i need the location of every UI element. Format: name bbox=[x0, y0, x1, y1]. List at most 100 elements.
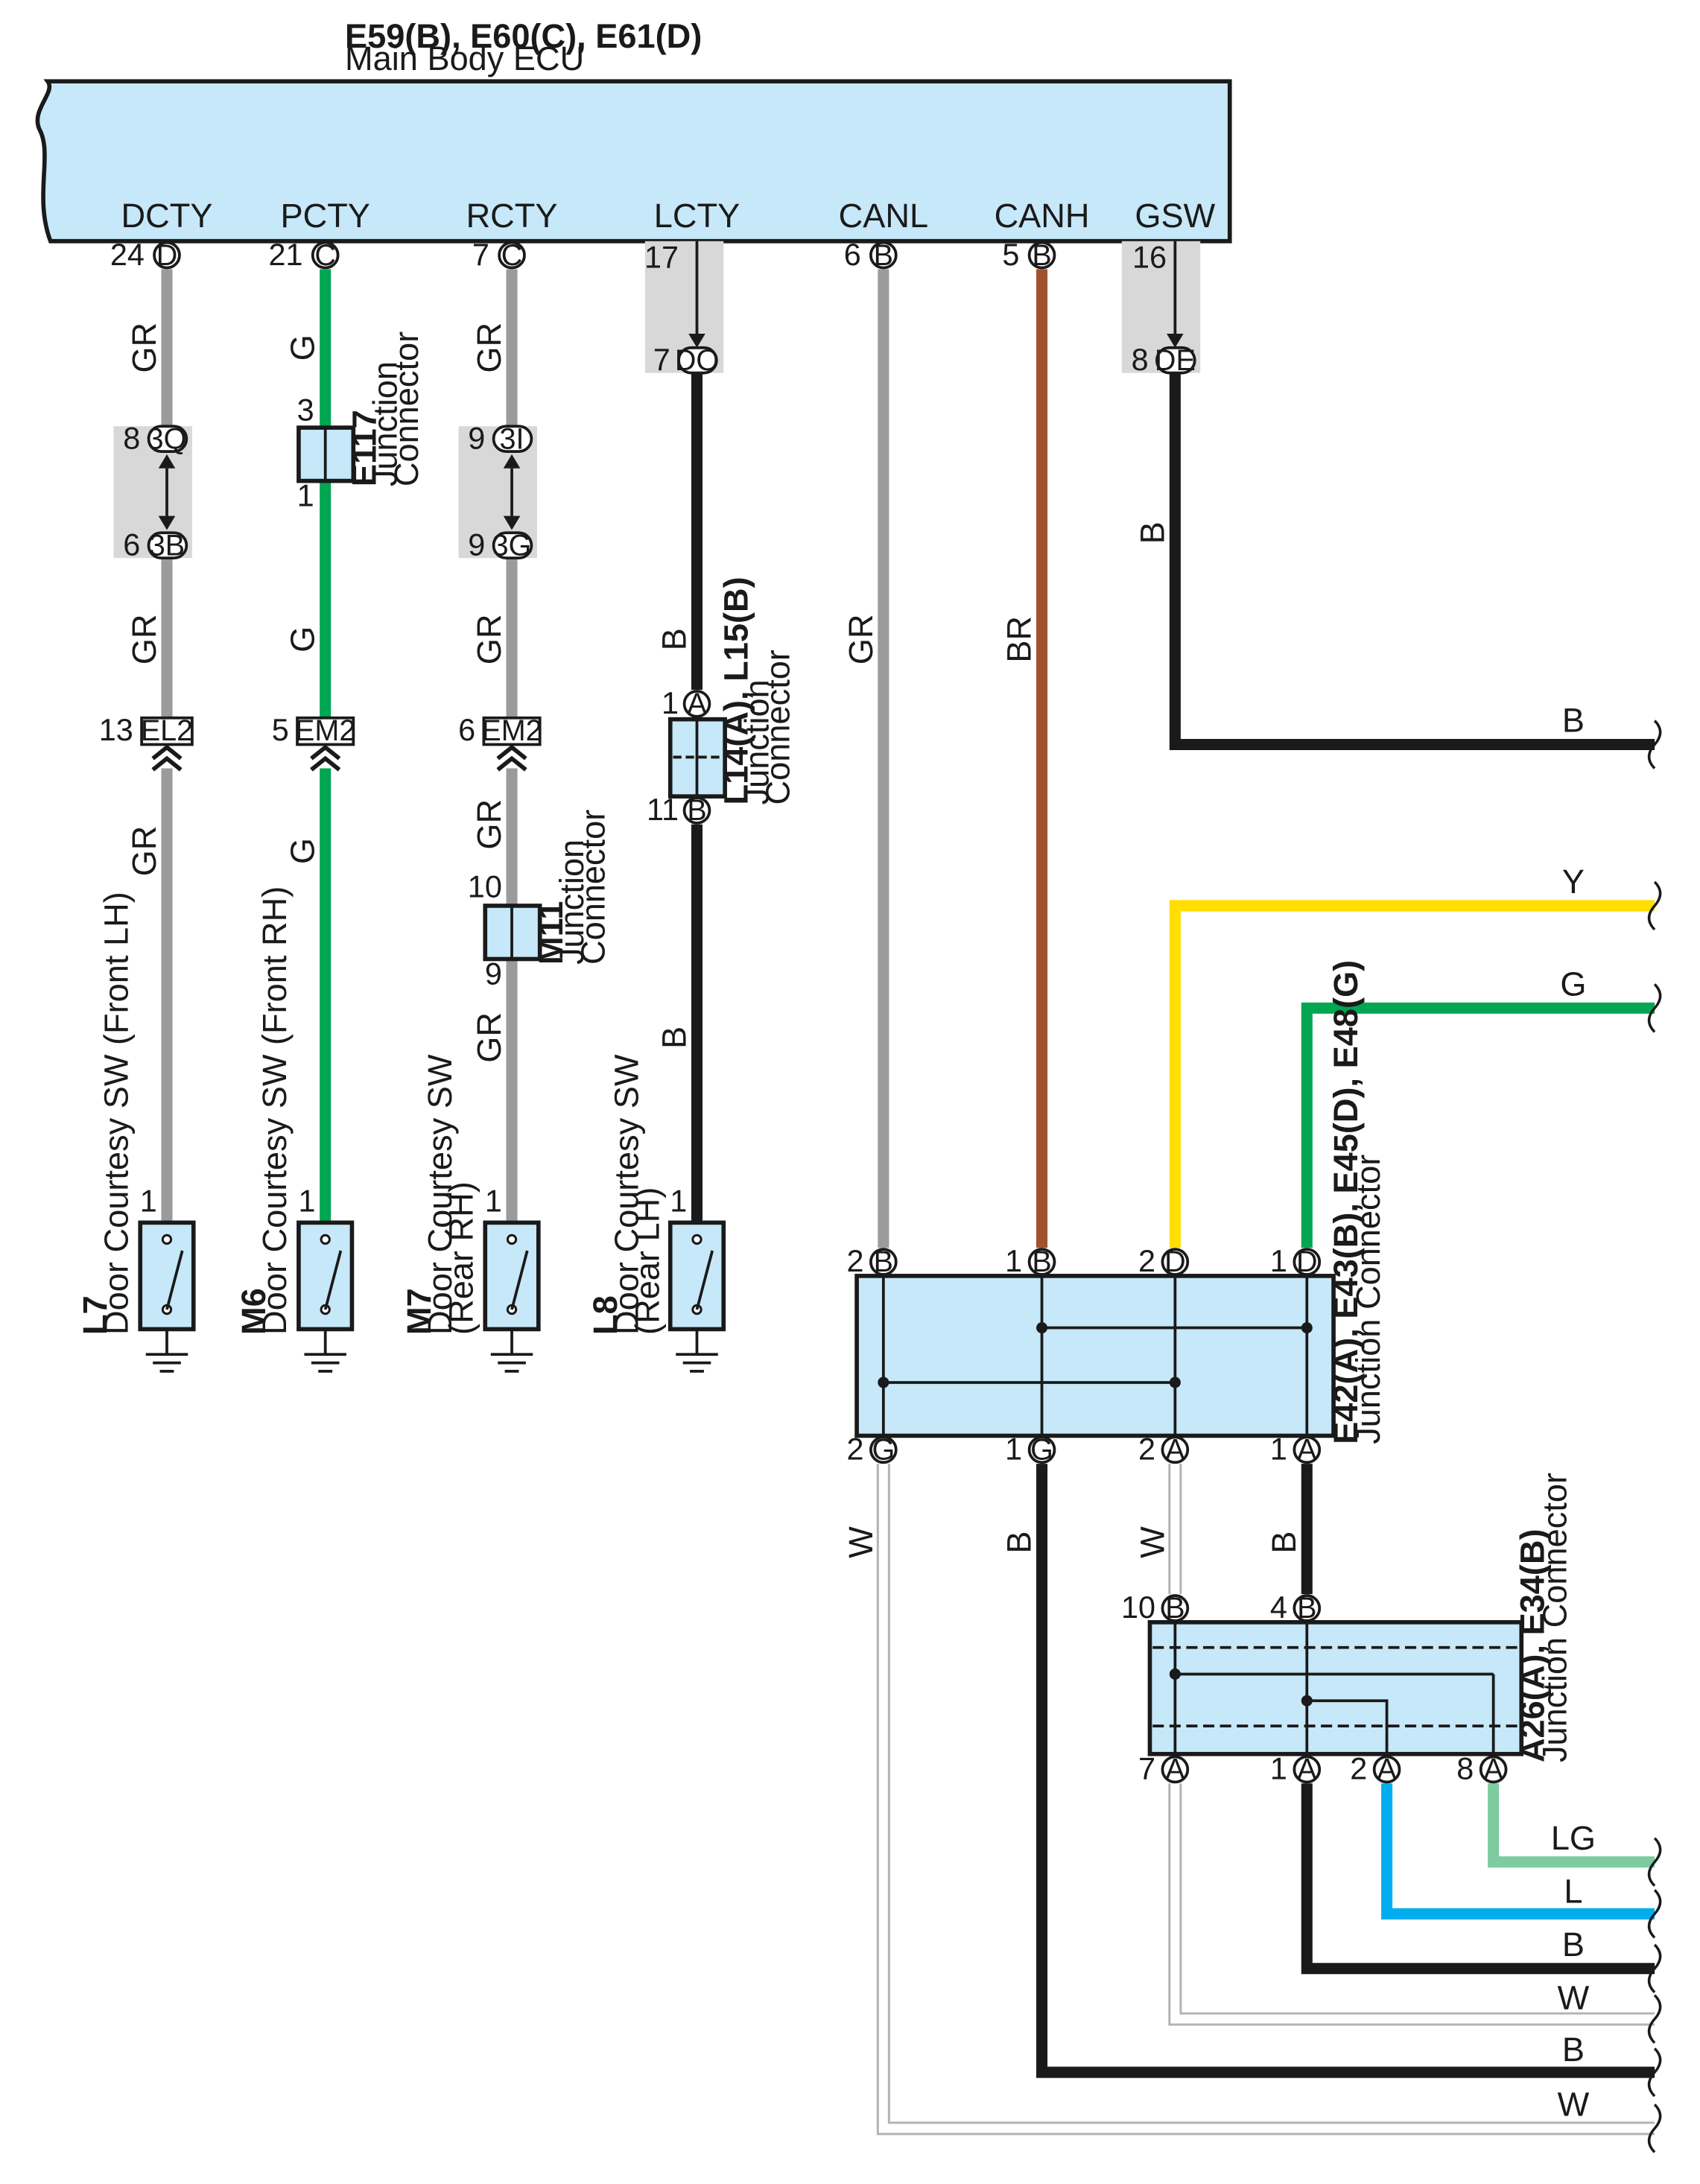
connector-em2-b: EM2 6 bbox=[458, 713, 542, 772]
switch-m6: 1 M6 Door Courtesy SW (Front RH) bbox=[235, 886, 355, 1373]
jcl-top-pin-0-conn: B bbox=[1165, 1592, 1184, 1625]
l14-pin-bottom-conn: B bbox=[687, 794, 706, 827]
pin-canh-conn: B bbox=[1032, 239, 1051, 272]
switch-l7-code: L7 bbox=[76, 1295, 114, 1335]
l14-line2: Connector bbox=[759, 650, 797, 804]
jcl-bottom-pin-2-conn: A bbox=[1377, 1753, 1397, 1786]
switch-m6-code: M6 bbox=[235, 1288, 273, 1335]
break-y bbox=[1647, 880, 1662, 931]
pin-pcty-num: 21 bbox=[269, 238, 303, 272]
conn-em2a-num: 5 bbox=[272, 713, 289, 747]
junction-e117: 3 1 E117 Junction Connector bbox=[296, 331, 425, 513]
conn-3g-label: 3G bbox=[492, 529, 532, 562]
pin-rcty-num: 7 bbox=[472, 238, 489, 272]
label-lg-out: LG bbox=[1551, 1819, 1596, 1857]
jcm-bottom-pin-1-conn: G bbox=[1030, 1433, 1053, 1466]
wire-b-out1 bbox=[1301, 1783, 1655, 1975]
wire-w-out1-b bbox=[1179, 1783, 1655, 2015]
conn-3i-label: 3I bbox=[500, 422, 524, 455]
connector-3i-3g: 3I 9 3G 9 bbox=[468, 421, 533, 562]
junction-m11: 10 9 M11 Junction Connector bbox=[468, 810, 612, 991]
label-lcty-2: B bbox=[655, 1026, 693, 1049]
jcm-bottom-pin-3-num: 1 bbox=[1270, 1432, 1287, 1466]
jcm-top-pin-1-conn: B bbox=[1032, 1245, 1051, 1278]
jcm-bottom-pin-3-conn: A bbox=[1297, 1433, 1317, 1466]
conn-3q-label: 3Q bbox=[148, 422, 187, 455]
conn-3b-num: 6 bbox=[123, 527, 140, 562]
jcl-bottom-pin-3-conn: A bbox=[1483, 1753, 1503, 1786]
l14-pin-top: 1 bbox=[662, 686, 679, 720]
jcm-top-pin-0-conn: B bbox=[874, 1245, 893, 1278]
switch-l7-line1: Door Courtesy SW (Front LH) bbox=[97, 892, 135, 1335]
ecu-terminal-canl: CANL bbox=[839, 197, 928, 235]
wire-w-left-a bbox=[876, 1464, 1655, 2136]
jcl-code: A26(A), E34(B) bbox=[1513, 1529, 1551, 1762]
ecu-name: Main Body ECU bbox=[345, 39, 584, 77]
label-w-out2: W bbox=[1558, 2085, 1590, 2123]
switch-m7-line2: (Rear RH) bbox=[442, 1181, 480, 1335]
switch-l8-pin: 1 bbox=[670, 1184, 687, 1218]
junction-main: B 2 B 1 D 2 D 1 G 2 G 1 A 2 A 1 E42(A), … bbox=[846, 960, 1387, 1467]
break-b-gsw bbox=[1647, 720, 1662, 769]
e117-pin-bottom: 1 bbox=[297, 479, 314, 513]
jcl-bottom-pin-0-conn: A bbox=[1165, 1753, 1185, 1786]
pin-pcty: C 21 bbox=[269, 238, 340, 272]
jcm-bottom-pin-2-num: 2 bbox=[1138, 1432, 1155, 1466]
label-pcty-2: G bbox=[284, 626, 322, 653]
wire-y bbox=[1169, 900, 1655, 1248]
jcl-top-pin-1-num: 4 bbox=[1270, 1590, 1287, 1625]
label-canh: BR bbox=[1000, 616, 1038, 663]
switch-m7-line1: Door Courtesy SW bbox=[421, 1054, 459, 1335]
label-canl: GR bbox=[842, 614, 880, 664]
wire-g bbox=[1301, 1002, 1655, 1248]
label-rcty-1: GR bbox=[470, 323, 508, 373]
pin-pcty-conn: C bbox=[314, 239, 336, 272]
ecu-terminal-pcty: PCTY bbox=[280, 197, 370, 235]
m11-pin-top: 10 bbox=[468, 870, 502, 904]
switch-m7: 1 M7 Door Courtesy SW (Rear RH) bbox=[400, 1054, 541, 1373]
switch-m7-code: M7 bbox=[400, 1288, 438, 1335]
junction-lower: B 10 B 4 A 7 A 1 A 2 A 8 A26(A), E34(B) … bbox=[1121, 1473, 1574, 1786]
connector-3q-3b: 3Q 8 3B 6 bbox=[123, 421, 188, 562]
switch-m6-line1: Door Courtesy SW (Front RH) bbox=[256, 886, 294, 1335]
conn-3g-num: 9 bbox=[468, 527, 485, 562]
pin-dcty-num: 24 bbox=[110, 238, 145, 272]
switch-l8: 1 L8 Door Courtesy SW (Rear LH) bbox=[586, 1054, 726, 1373]
jcl-bottom-pin-1-num: 1 bbox=[1270, 1752, 1287, 1786]
jcm-top-pin-2-num: 2 bbox=[1138, 1244, 1155, 1278]
switch-l7: 1 L7 Door Courtesy SW (Front LH) bbox=[76, 892, 196, 1373]
label-rcty-3: GR bbox=[470, 799, 508, 850]
conn-el2-num: 13 bbox=[99, 713, 133, 747]
connector-el2: EL2 13 bbox=[99, 713, 194, 772]
ecu-terminal-gsw: GSW bbox=[1135, 197, 1215, 235]
e117-line2: Connector bbox=[387, 331, 425, 486]
jcl-top-pin-0-num: 10 bbox=[1121, 1590, 1155, 1625]
jcm-code: E42(A), E43(B), E45(D), E48(G) bbox=[1327, 960, 1365, 1444]
wire-w-left-b bbox=[887, 1464, 1655, 2124]
conn-em2a-label: EM2 bbox=[295, 714, 355, 747]
e117-line1: Junction bbox=[367, 361, 405, 486]
l14-code: L14(A), L15(B) bbox=[717, 577, 755, 804]
wire-lg bbox=[1488, 1783, 1655, 1868]
label-pcty-3: G bbox=[284, 838, 322, 864]
switch-l8-line1: Door Courtesy SW bbox=[607, 1054, 645, 1335]
label-gsw-out: B bbox=[1562, 702, 1585, 740]
jcm-top-pin-3-num: 1 bbox=[1270, 1244, 1287, 1278]
break-w1 bbox=[1647, 1994, 1662, 2044]
e117-code: E117 bbox=[345, 410, 383, 486]
break-g bbox=[1647, 983, 1662, 1033]
lcty-arrow bbox=[688, 333, 705, 348]
label-dcty-3: GR bbox=[125, 826, 163, 877]
m11-pin-bottom: 9 bbox=[485, 956, 502, 991]
connector-em2-a: EM2 5 bbox=[272, 713, 355, 772]
jcm-bottom-pin-0-conn: G bbox=[872, 1433, 895, 1466]
jcm-top-pin-1-num: 1 bbox=[1005, 1244, 1022, 1278]
pin-canl-conn: B bbox=[874, 239, 893, 272]
switch-m6-pin: 1 bbox=[298, 1184, 315, 1218]
m11-line2: Connector bbox=[574, 810, 612, 965]
wire-labels: GR GR GR G G G GR GR GR GR B B GR BR B B… bbox=[125, 323, 1596, 2123]
break-b2 bbox=[1647, 2047, 1662, 2098]
label-rcty-4: GR bbox=[470, 1012, 508, 1063]
jcm-name: Junction Connector bbox=[1349, 1155, 1387, 1444]
